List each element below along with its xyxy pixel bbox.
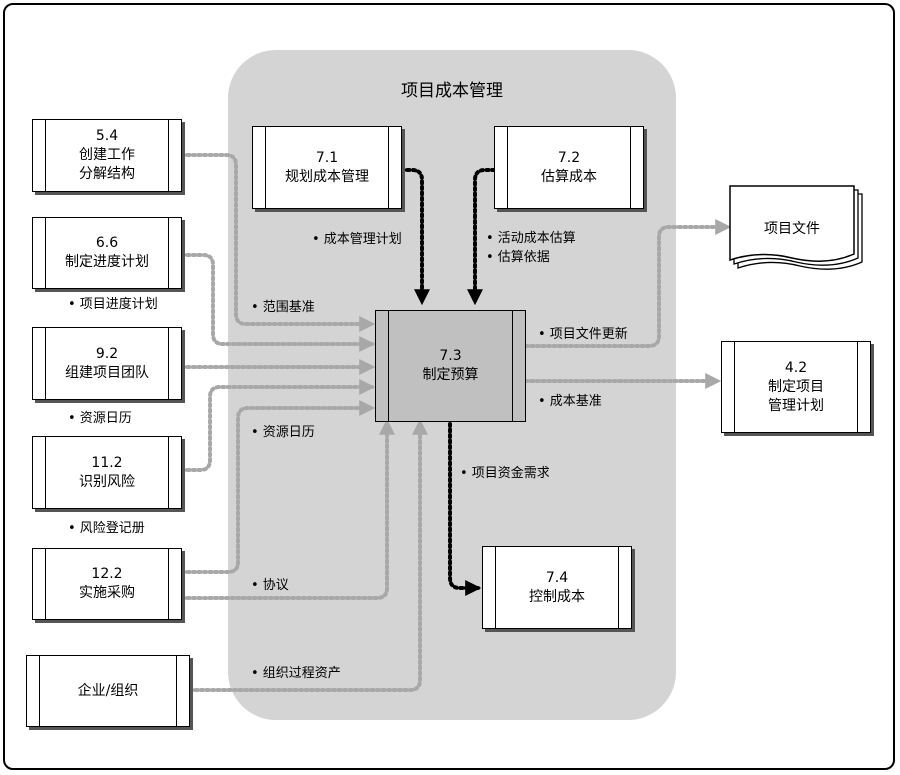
process-number: 7.3 bbox=[439, 348, 462, 364]
enterprise-organization: 企业/组织 bbox=[26, 655, 190, 727]
process-name: 规划成本管理 bbox=[285, 168, 369, 185]
process-number: 7.1 bbox=[315, 149, 339, 166]
process-7-2: 7.2 估算成本 bbox=[494, 126, 644, 209]
process-name: 制定预算 bbox=[422, 367, 479, 383]
process-name: 分解结构 bbox=[79, 166, 135, 182]
process-number: 6.6 bbox=[95, 235, 119, 251]
arrow-opa bbox=[188, 418, 428, 692]
process-number: 5.4 bbox=[95, 128, 119, 144]
process-name: 估算成本 bbox=[541, 168, 597, 185]
process-name: 制定项目 bbox=[768, 378, 824, 395]
process-7-1: 7.1 规划成本管理 bbox=[252, 126, 402, 209]
label-agreements: • 协议 bbox=[251, 578, 289, 593]
process-9-2: 9.2 组建项目团队 bbox=[32, 327, 182, 400]
arrow-agreements bbox=[180, 418, 395, 600]
label-project-funding-requirements: • 项目资金需求 bbox=[460, 466, 550, 481]
arrow-risk-register bbox=[180, 379, 376, 472]
label-activity-cost-estimates: • 活动成本估算 bbox=[486, 231, 576, 246]
region-title: 项目成本管理 bbox=[401, 81, 503, 101]
arrow-scope-baseline bbox=[180, 153, 376, 332]
process-5-4: 5.4 创建工作 分解结构 bbox=[32, 119, 182, 192]
process-number: 7.4 bbox=[545, 569, 569, 586]
process-name: 制定进度计划 bbox=[65, 254, 149, 270]
label-cost-baseline: • 成本基准 bbox=[538, 394, 602, 409]
process-11-2: 11.2 识别风险 bbox=[32, 436, 182, 509]
diagram-frame bbox=[3, 3, 895, 770]
process-number: 9.2 bbox=[95, 345, 119, 362]
project-documents-label: 项目文件 bbox=[764, 221, 820, 237]
process-4-2: 4.2 制定项目 管理计划 bbox=[721, 341, 871, 433]
process-12-2: 12.2 实施采购 bbox=[32, 548, 182, 620]
arrow-doc-updates bbox=[524, 219, 732, 348]
process-number: 12.2 bbox=[91, 566, 123, 582]
label-basis-of-estimates: • 估算依据 bbox=[486, 250, 550, 265]
process-name: 组建项目团队 bbox=[65, 364, 149, 381]
process-6-6: 6.6 制定进度计划 bbox=[32, 217, 182, 289]
label-scope-baseline: • 范围基准 bbox=[251, 300, 315, 315]
process-name: 控制成本 bbox=[529, 588, 585, 605]
label-resource-calendar-mid: • 资源日历 bbox=[251, 425, 315, 440]
process-name: 创建工作 bbox=[79, 147, 135, 163]
process-7-3: 7.3 制定预算 bbox=[375, 310, 526, 422]
label-project-schedule: • 项目进度计划 bbox=[68, 297, 158, 312]
process-name: 识别风险 bbox=[79, 473, 135, 490]
process-name: 管理计划 bbox=[768, 397, 824, 414]
arrow-schedule bbox=[180, 253, 376, 352]
label-risk-register: • 风险登记册 bbox=[68, 521, 145, 536]
arrow-calendar-122 bbox=[180, 400, 376, 574]
process-number: 4.2 bbox=[784, 359, 808, 376]
arrow-cost-mgmt-plan bbox=[400, 168, 430, 306]
label-organizational-process-assets: • 组织过程资产 bbox=[251, 666, 341, 681]
label-project-document-updates: • 项目文件更新 bbox=[538, 327, 628, 342]
arrow-funding bbox=[448, 422, 482, 596]
entity-name: 企业/组织 bbox=[77, 682, 139, 699]
arrow-cost-estimates bbox=[467, 168, 496, 306]
process-number: 11.2 bbox=[91, 454, 123, 471]
project-documents-icon bbox=[729, 185, 863, 270]
label-resource-calendar-left: • 资源日历 bbox=[68, 411, 132, 426]
process-number: 7.2 bbox=[557, 149, 581, 166]
process-name: 实施采购 bbox=[79, 585, 135, 601]
process-7-4: 7.4 控制成本 bbox=[482, 546, 632, 629]
label-cost-management-plan: • 成本管理计划 bbox=[312, 232, 402, 247]
